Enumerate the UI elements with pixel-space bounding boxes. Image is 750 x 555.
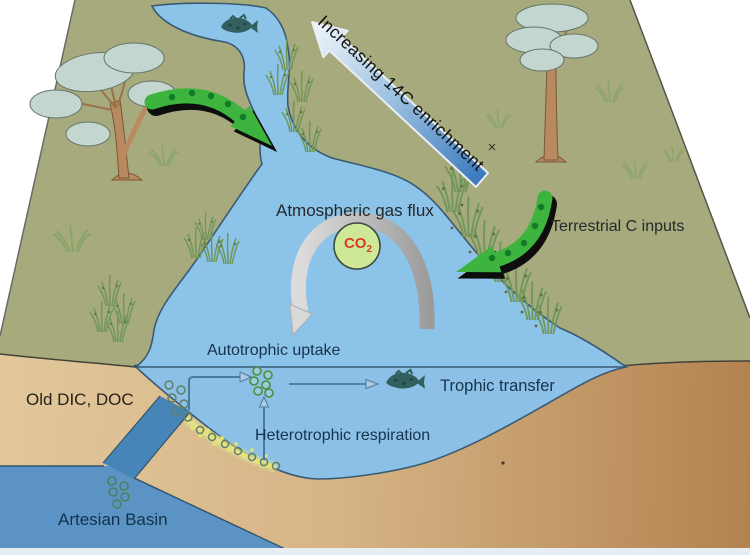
co2-subscript: 2 xyxy=(366,244,373,255)
bottom-margin xyxy=(0,548,750,555)
left-tree-icon xyxy=(29,42,177,181)
artesian-basin-label: Artesian Basin xyxy=(58,510,168,529)
terrestrial-input-arrow-lower-icon xyxy=(456,190,557,279)
artesian-basin-water xyxy=(0,465,299,555)
lake-and-stream xyxy=(133,2,629,368)
right-tree-icon xyxy=(505,3,599,163)
terrestrial-input-arrow-upper-icon xyxy=(144,88,278,153)
uptake-arrow xyxy=(188,371,253,410)
heterotrophic-respiration-label: Heterotrophic respiration xyxy=(255,427,431,444)
enrichment-arrow-icon xyxy=(311,21,489,188)
gas-exchange-arch-icon xyxy=(289,212,435,337)
co2-text: CO xyxy=(343,235,367,252)
benthic-mat xyxy=(182,414,278,474)
old-dic-doc-label: Old DIC, DOC xyxy=(26,390,134,409)
plankton-cluster xyxy=(249,366,274,398)
co2-label: CO2 xyxy=(339,235,377,255)
autotrophic-uptake-label: Autotrophic uptake xyxy=(207,342,341,359)
atmospheric-gas-flux-label: Atmospheric gas flux xyxy=(276,201,434,220)
groundwater-bubbles xyxy=(107,380,281,509)
trophic-transfer-label: Trophic transfer xyxy=(440,377,555,395)
trophic-transfer-arrow xyxy=(289,378,380,390)
co2-circle xyxy=(333,222,381,270)
spring-channel xyxy=(102,395,191,480)
respiration-arrow xyxy=(258,395,270,460)
terrestrial-c-inputs-label: Terrestrial C inputs xyxy=(551,218,685,235)
grass-tufts xyxy=(52,79,686,465)
